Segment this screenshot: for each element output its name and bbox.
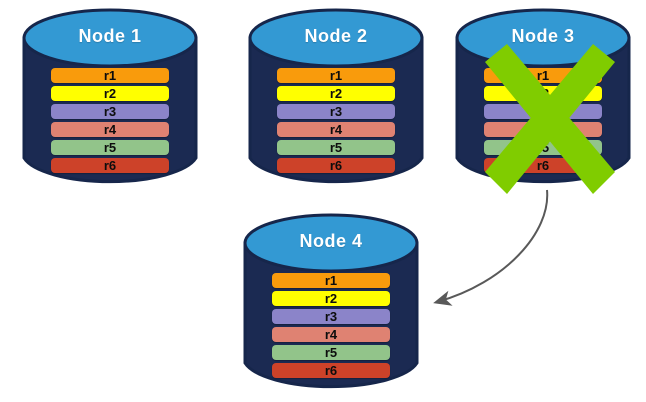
- row-item[interactable]: r5: [51, 140, 169, 155]
- row-item[interactable]: r4: [277, 122, 395, 137]
- row-item[interactable]: r6: [272, 363, 390, 378]
- row-item[interactable]: r4: [51, 122, 169, 137]
- row-list-node2: r1 r2 r3 r4 r5 r6: [248, 68, 424, 173]
- row-item[interactable]: r6: [51, 158, 169, 173]
- row-item[interactable]: r5: [272, 345, 390, 360]
- row-item[interactable]: r2: [51, 86, 169, 101]
- row-item[interactable]: r4: [272, 327, 390, 342]
- row-item[interactable]: r3: [272, 309, 390, 324]
- row-item[interactable]: r5: [277, 140, 395, 155]
- row-item[interactable]: r1: [51, 68, 169, 83]
- row-item[interactable]: r1: [277, 68, 395, 83]
- row-item[interactable]: r1: [272, 273, 390, 288]
- row-item[interactable]: r2: [272, 291, 390, 306]
- node-node4[interactable]: Node 4 r1 r2 r3 r4 r5 r6: [243, 213, 419, 393]
- node-node1[interactable]: Node 1 r1 r2 r3 r4 r5 r6: [22, 8, 198, 188]
- row-item[interactable]: r3: [277, 104, 395, 119]
- row-item[interactable]: r2: [277, 86, 395, 101]
- row-item[interactable]: r3: [51, 104, 169, 119]
- row-item[interactable]: r6: [277, 158, 395, 173]
- node-node2[interactable]: Node 2 r1 r2 r3 r4 r5 r6: [248, 8, 424, 188]
- row-list-node1: r1 r2 r3 r4 r5 r6: [22, 68, 198, 173]
- row-list-node4: r1 r2 r3 r4 r5 r6: [243, 273, 419, 378]
